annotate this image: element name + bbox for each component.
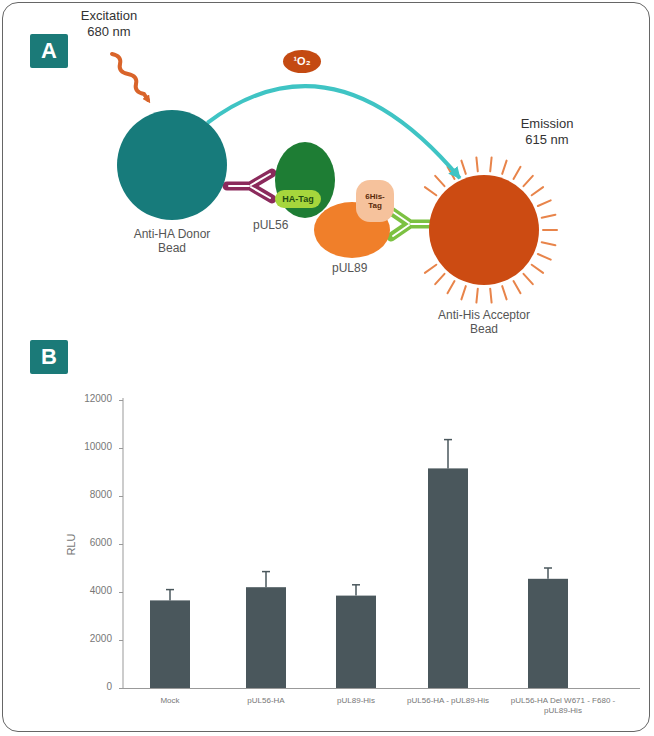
panel-badge: B — [30, 340, 68, 374]
ray — [538, 254, 551, 260]
node-label: Anti-HA Donor Bead — [127, 228, 217, 256]
ha-tag: HA-Tag — [275, 190, 321, 208]
axis-tick: 0 — [62, 681, 112, 693]
ray — [524, 274, 533, 284]
axis-tick: 8000 — [62, 489, 112, 501]
anti-ha-antibody — [227, 173, 272, 199]
node-text: B — [41, 344, 57, 369]
annotation: Emission 615 nm — [512, 116, 582, 147]
ray — [543, 229, 557, 231]
ray — [490, 157, 491, 171]
axis-tick: 10000 — [62, 441, 112, 453]
panel-badge: A — [30, 34, 68, 68]
node-label: pUL56 — [253, 219, 303, 233]
singlet-oxygen: ¹O₂ — [283, 50, 321, 73]
annotation: Excitation 680 nm — [74, 8, 144, 39]
ray — [502, 286, 506, 299]
ray — [542, 215, 556, 218]
axis-tick: 12000 — [62, 393, 112, 405]
ray — [532, 265, 543, 273]
ray — [538, 200, 551, 206]
his-tag: 6His-Tag — [356, 180, 394, 222]
category-label: Mock — [130, 696, 210, 706]
ray — [514, 281, 521, 293]
axis-tick: 4000 — [62, 585, 112, 597]
energy-transfer-arrow — [207, 86, 460, 178]
category-label: pUL56-HA — [226, 696, 306, 706]
category-label: pUL56-HA Del W671 - F680 - pUL89-His — [498, 696, 628, 715]
ray — [425, 187, 436, 195]
ray — [514, 167, 521, 179]
ray — [490, 289, 491, 303]
axis-title: RLU — [65, 525, 78, 565]
node-text: A — [41, 38, 57, 63]
protein-pul56: pUL56HA-Tag — [275, 142, 335, 218]
error-bars — [166, 440, 552, 601]
ray — [476, 289, 477, 303]
y-axis — [123, 398, 124, 689]
node-text: HA-Tag — [282, 194, 313, 204]
bars — [150, 468, 568, 688]
ray — [461, 286, 465, 299]
ray — [542, 242, 556, 245]
emission-rays — [425, 157, 557, 302]
node-label: Anti-His Acceptor Bead — [429, 309, 539, 337]
protein-pul89: pUL896His-Tag — [314, 202, 390, 258]
ray — [425, 265, 436, 273]
category-label: pUL89-His — [316, 696, 396, 706]
ray — [502, 161, 506, 174]
ray — [435, 176, 444, 186]
ray — [461, 161, 465, 174]
node-text: ¹O₂ — [293, 55, 310, 68]
bar-chart — [119, 398, 640, 689]
anti-his-antibody — [391, 211, 431, 237]
tick-marks — [119, 401, 123, 689]
ray — [476, 157, 477, 171]
category-label: pUL56-HA - pUL89-His — [402, 696, 494, 706]
ray — [448, 281, 455, 293]
acceptor-bead: Anti-His Acceptor Bead — [429, 175, 539, 285]
ray — [532, 187, 543, 195]
ray — [524, 176, 533, 186]
donor-bead: Anti-HA Donor Bead — [117, 110, 227, 220]
x-axis — [123, 688, 640, 689]
axis-tick: 2000 — [62, 633, 112, 645]
excitation-wave — [112, 54, 148, 100]
node-text: 6His-Tag — [360, 192, 390, 210]
ray — [435, 274, 444, 284]
node-label: pUL89 — [332, 262, 382, 276]
